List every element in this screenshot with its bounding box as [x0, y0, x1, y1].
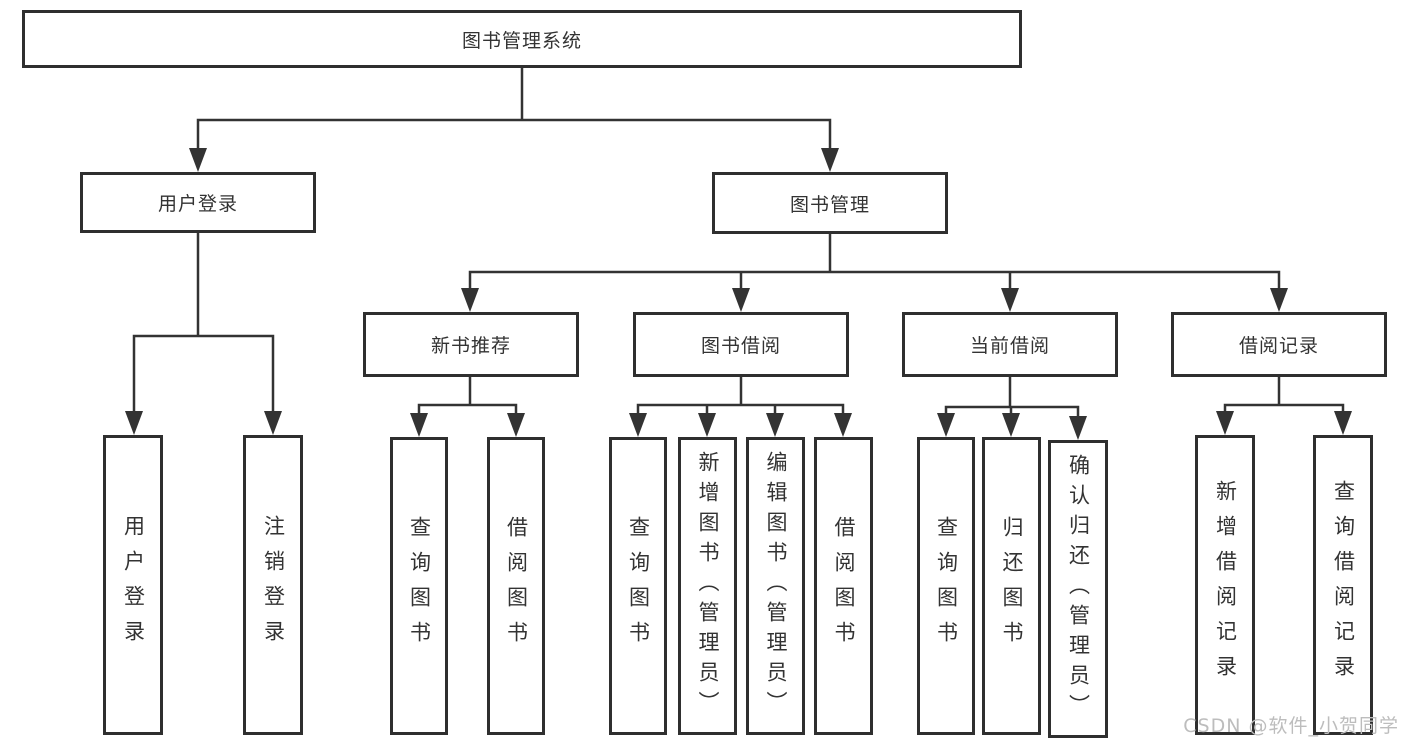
leaf-record-query-label: 查询借阅记录 — [1331, 480, 1356, 690]
node-user-login: 用户登录 — [80, 172, 316, 233]
leaf-borrow-add-books-admin: 新增图书（管理员） — [678, 437, 737, 735]
node-book-borrow: 图书借阅 — [633, 312, 849, 377]
leaf-logout-label: 注销登录 — [261, 515, 286, 655]
node-current-borrow-label: 当前借阅 — [969, 335, 1050, 357]
leaf-current-query-books: 查询图书 — [917, 437, 975, 735]
node-borrow-record-label: 借阅记录 — [1238, 335, 1319, 357]
csdn-watermark: CSDN @软件_小贺同学 — [1183, 715, 1399, 737]
leaf-record-query: 查询借阅记录 — [1313, 435, 1373, 735]
node-user-login-label: 用户登录 — [157, 193, 238, 215]
leaf-borrow-query-books: 查询图书 — [609, 437, 667, 735]
leaf-newbook-query-books: 查询图书 — [390, 437, 448, 735]
leaf-borrow-query-books-label: 查询图书 — [626, 516, 651, 656]
leaf-borrow-edit-books-admin: 编辑图书（管理员） — [746, 437, 805, 735]
leaf-current-query-books-label: 查询图书 — [934, 516, 959, 656]
leaf-record-add: 新增借阅记录 — [1195, 435, 1255, 735]
node-book-management: 图书管理 — [712, 172, 948, 234]
node-root: 图书管理系统 — [22, 10, 1022, 68]
leaf-user-login: 用户登录 — [103, 435, 163, 735]
leaf-current-return-books-label: 归还图书 — [1000, 516, 1024, 656]
leaf-current-confirm-return-admin: 确认归还（管理员） — [1048, 440, 1108, 738]
leaf-borrow-borrow-books: 借阅图书 — [814, 437, 873, 735]
leaf-current-confirm-return-admin-label: 确认归还（管理员） — [1066, 454, 1091, 724]
leaf-borrow-borrow-books-label: 借阅图书 — [832, 516, 856, 656]
leaf-newbook-borrow-books: 借阅图书 — [487, 437, 545, 735]
node-book-borrow-label: 图书借阅 — [700, 335, 781, 357]
leaf-borrow-add-books-admin-label: 新增图书（管理员） — [696, 451, 720, 721]
leaf-newbook-query-books-label: 查询图书 — [407, 516, 432, 656]
leaf-borrow-edit-books-admin-label: 编辑图书（管理员） — [764, 451, 788, 721]
node-current-borrow: 当前借阅 — [902, 312, 1118, 377]
node-root-label: 图书管理系统 — [461, 29, 582, 52]
node-new-book-recommend-label: 新书推荐 — [430, 335, 511, 357]
leaf-record-add-label: 新增借阅记录 — [1213, 480, 1238, 690]
leaf-user-login-label: 用户登录 — [121, 515, 146, 655]
leaf-newbook-borrow-books-label: 借阅图书 — [504, 516, 529, 656]
leaf-current-return-books: 归还图书 — [982, 437, 1041, 735]
node-borrow-record: 借阅记录 — [1171, 312, 1387, 377]
node-book-management-label: 图书管理 — [789, 193, 870, 216]
leaf-logout: 注销登录 — [243, 435, 303, 735]
node-new-book-recommend: 新书推荐 — [363, 312, 579, 377]
